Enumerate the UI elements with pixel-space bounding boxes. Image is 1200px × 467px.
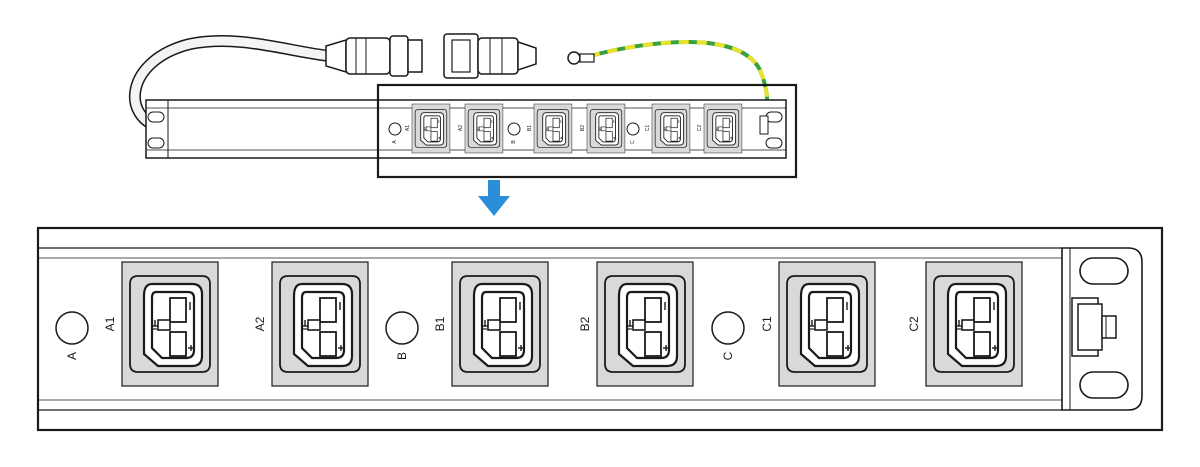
outlet-c2: C2 bbox=[907, 260, 1024, 388]
c19-receptacle-icon bbox=[533, 103, 573, 154]
outlet-label: C1 bbox=[760, 316, 774, 332]
zoom-frame bbox=[376, 83, 798, 179]
pdu-detail: A1 A2 B1 B2 C1 C2A B C bbox=[36, 226, 1164, 432]
mini-breaker-c: C bbox=[626, 122, 640, 144]
outlet-label: A1 bbox=[103, 316, 117, 331]
mini-outlet-label: B2 bbox=[580, 125, 586, 131]
breaker-label: A bbox=[65, 352, 79, 360]
mini-outlet-a1: A1 bbox=[405, 103, 451, 154]
mini-breaker-label: B bbox=[511, 140, 517, 144]
mini-breaker-b: B bbox=[507, 122, 521, 144]
ground-screw-icon bbox=[1071, 297, 1117, 357]
outlet-a1: A1 bbox=[103, 260, 220, 388]
breaker-button-icon bbox=[711, 311, 745, 345]
c19-receptacle-icon bbox=[411, 103, 451, 154]
c19-receptacle-icon bbox=[703, 103, 743, 154]
mounting-bracket bbox=[1061, 247, 1143, 411]
breaker-a: A bbox=[55, 311, 89, 360]
mini-outlet-c1: C1 bbox=[645, 103, 691, 154]
mini-breaker-label: C bbox=[630, 140, 636, 144]
c19-receptacle-icon bbox=[464, 103, 504, 154]
ring-terminal-icon bbox=[567, 51, 595, 65]
breaker-button-icon bbox=[55, 311, 89, 345]
outlet-b2: B2 bbox=[578, 260, 695, 388]
mini-outlet-a2: A2 bbox=[458, 103, 504, 154]
c19-receptacle-icon bbox=[924, 260, 1024, 388]
c19-receptacle-icon bbox=[120, 260, 220, 388]
zoom-arrow-icon bbox=[478, 180, 510, 216]
mini-outlet-label: C1 bbox=[645, 125, 651, 132]
outlet-label: B2 bbox=[578, 316, 592, 331]
socket-connector-icon bbox=[443, 33, 537, 79]
outlet-b1: B1 bbox=[433, 260, 550, 388]
breaker-b: B bbox=[385, 311, 419, 360]
breaker-button-icon bbox=[626, 122, 640, 136]
pdu-overview: A1 A2 B1 B2 C1 C2A B C bbox=[129, 33, 798, 179]
mini-breaker-a: A bbox=[388, 122, 402, 144]
ground-wire bbox=[567, 39, 770, 117]
mini-outlet-b2: B2 bbox=[580, 103, 626, 154]
mini-outlet-c2: C2 bbox=[697, 103, 743, 154]
mini-outlet-label: B1 bbox=[527, 125, 533, 131]
outlet-label: A2 bbox=[253, 316, 267, 331]
breaker-button-icon bbox=[388, 122, 402, 136]
c19-receptacle-icon bbox=[777, 260, 877, 388]
c19-receptacle-icon bbox=[450, 260, 550, 388]
mounting-slot-bottom bbox=[1079, 371, 1129, 399]
c19-receptacle-icon bbox=[586, 103, 626, 154]
breaker-label: B bbox=[395, 352, 409, 360]
mini-outlet-label: C2 bbox=[697, 125, 703, 132]
mini-outlet-b1: B1 bbox=[527, 103, 573, 154]
c19-receptacle-icon bbox=[270, 260, 370, 388]
plug-connector-icon bbox=[325, 35, 423, 77]
breaker-button-icon bbox=[385, 311, 419, 345]
mini-breaker-label: A bbox=[392, 140, 398, 144]
breaker-c: C bbox=[711, 311, 745, 360]
mini-outlet-label: A2 bbox=[458, 125, 464, 131]
c19-receptacle-icon bbox=[651, 103, 691, 154]
outlet-a2: A2 bbox=[253, 260, 370, 388]
outlet-c1: C1 bbox=[760, 260, 877, 388]
breaker-label: C bbox=[721, 351, 735, 360]
outlet-label: C2 bbox=[907, 316, 921, 332]
mounting-slot-top bbox=[1079, 257, 1129, 285]
c19-receptacle-icon bbox=[595, 260, 695, 388]
outlet-label: B1 bbox=[433, 316, 447, 331]
breaker-button-icon bbox=[507, 122, 521, 136]
mini-outlet-label: A1 bbox=[405, 125, 411, 131]
